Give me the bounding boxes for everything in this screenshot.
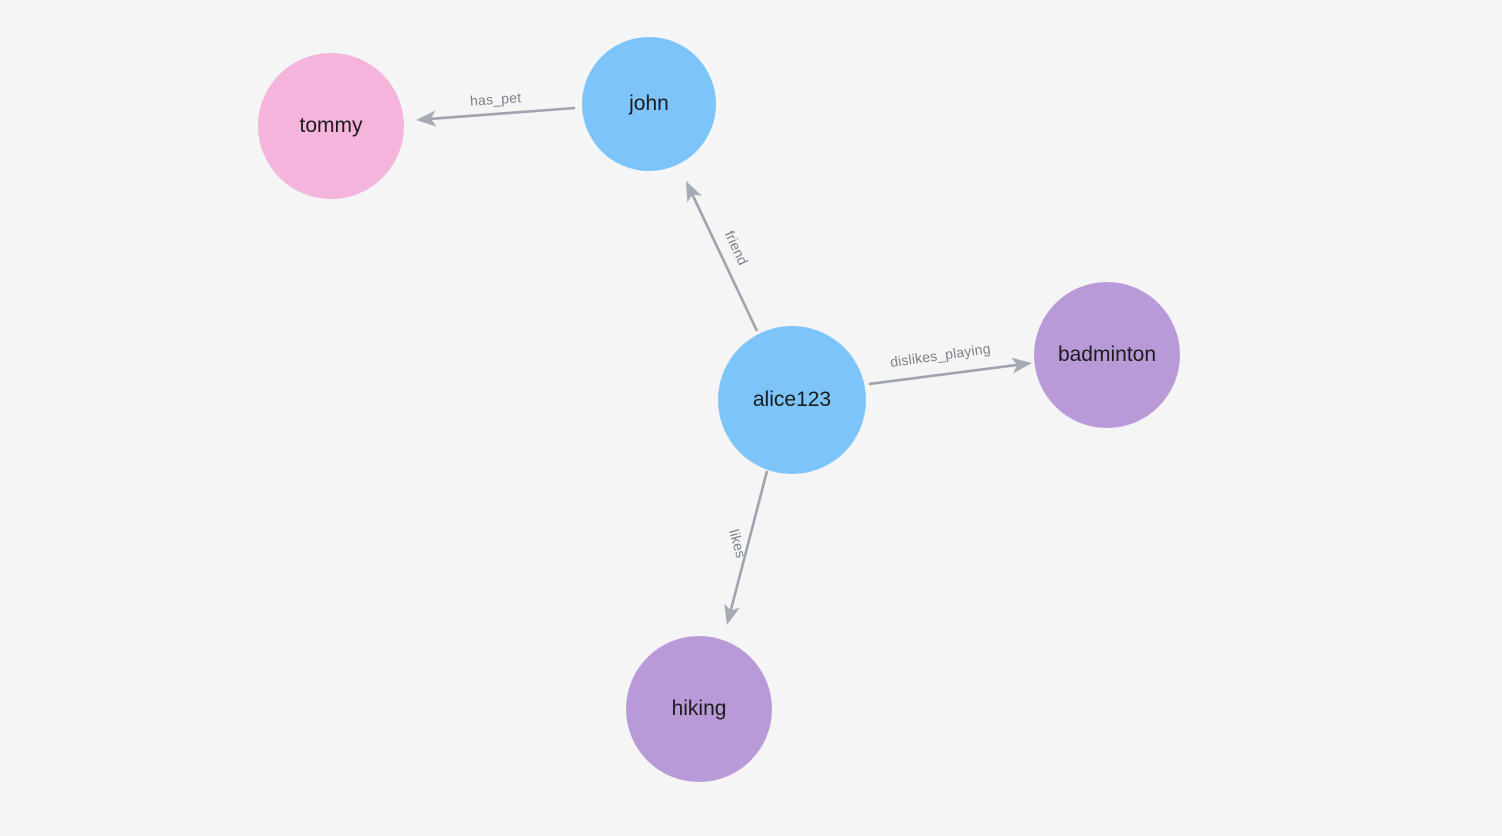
edge-arrowhead [416,110,437,127]
edge-line [690,193,759,332]
graph-node-john[interactable]: john [582,37,716,171]
edge-label-dislikes_playing: dislikes_playing [889,340,992,370]
graph-node-badminton[interactable]: badminton [1034,282,1180,428]
edge-arrowhead [1011,357,1032,374]
graph-node-label: alice123 [752,387,832,411]
graph-node-label: badminton [1057,342,1157,366]
graph-node-label: hiking [671,696,727,720]
edge-arrowhead [724,603,740,625]
edge-line [868,363,1019,386]
edge-line [429,106,576,121]
graph-node-hiking[interactable]: hiking [626,636,772,782]
edge-label-has_pet: has_pet [470,89,522,109]
graph-node-alice123[interactable]: alice123 [718,326,866,474]
graph-node-tommy[interactable]: tommy [258,53,404,199]
edge-line [729,470,769,612]
graph-node-label: tommy [299,113,363,137]
edge-label-likes: likes [726,527,749,559]
edge-arrowhead [686,181,702,203]
edge-label-friend: friend [722,228,752,268]
graph-node-label: john [629,91,669,115]
